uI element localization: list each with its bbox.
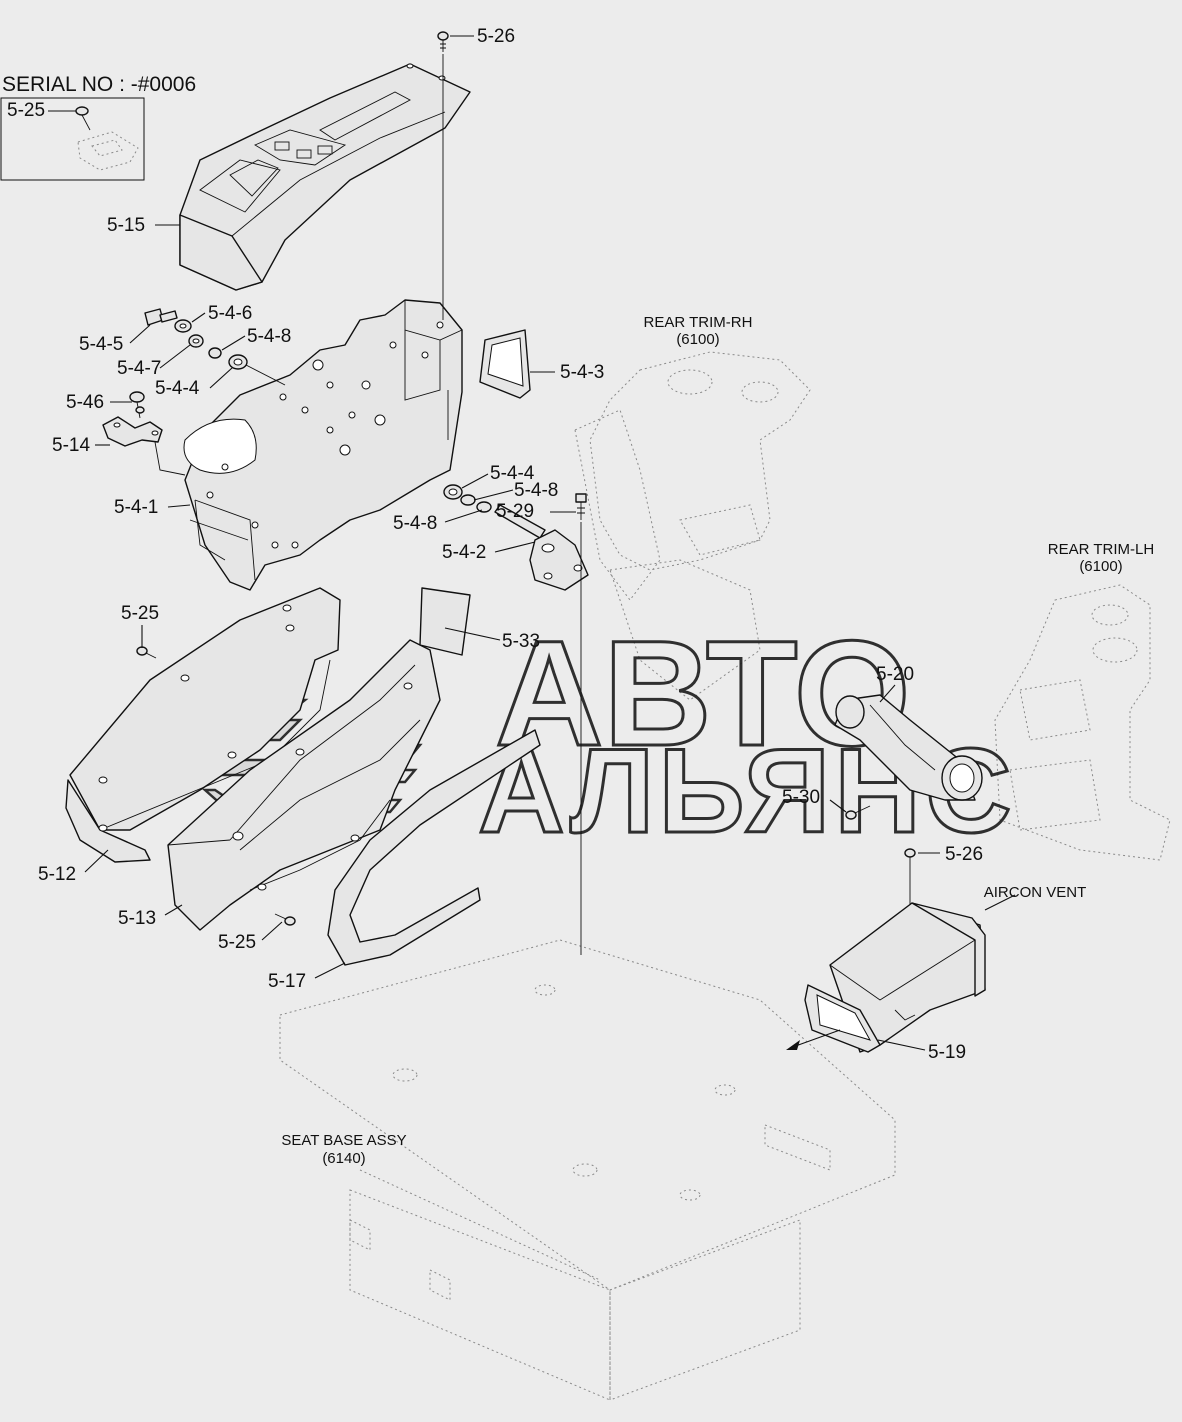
bolt-5-46	[129, 391, 145, 419]
screw-5-25-a	[136, 646, 157, 659]
callout-5-25-a: 5-25	[121, 603, 159, 624]
washer-5-4-8-b	[460, 494, 476, 506]
console-cover-5-15	[179, 63, 471, 291]
rear-trim-lh-outline	[994, 584, 1171, 861]
seat-base-outline	[279, 939, 896, 1401]
callout-5-26-top: 5-26	[477, 26, 515, 47]
duct-5-20	[834, 694, 983, 801]
callout-5-4-5: 5-4-5	[79, 334, 123, 355]
callout-5-46: 5-46	[66, 392, 104, 413]
washer-5-4-6	[174, 319, 192, 333]
bolt-5-29	[575, 493, 587, 520]
serial-number-title: SERIAL NO : -#0006	[2, 73, 196, 96]
bolt-icon	[75, 106, 91, 131]
callout-5-4-6: 5-4-6	[208, 303, 252, 324]
aircon-vent-5-19	[804, 902, 986, 1053]
callout-5-13: 5-13	[118, 908, 156, 929]
callout-5-20: 5-20	[876, 664, 914, 685]
callout-5-25-b: 5-25	[218, 932, 256, 953]
callout-5-4-8-c: 5-4-8	[393, 513, 437, 534]
screw-5-25-b	[274, 913, 296, 926]
callout-5-4-1: 5-4-1	[114, 497, 158, 518]
callout-5-4-7: 5-4-7	[117, 358, 161, 379]
callout-5-30: 5-30	[782, 787, 820, 808]
pin-5-4-2	[494, 504, 589, 591]
rear-trim-rh-code: (6100)	[676, 331, 719, 348]
screw-5-26-b	[904, 848, 916, 870]
rear-trim-rh-label: REAR TRIM-RH	[644, 314, 753, 331]
trim-strip-5-17	[327, 729, 541, 966]
vent-flow-arrowhead	[786, 1040, 800, 1050]
callout-5-33: 5-33	[502, 631, 540, 652]
callout-5-17: 5-17	[268, 971, 306, 992]
bolt-5-4-5	[144, 308, 178, 326]
side-cover-5-12	[65, 587, 341, 863]
side-cover-5-13	[167, 639, 441, 931]
serial-inset: SERIAL NO : -#0006 5-25	[0, 73, 196, 181]
rear-trim-rh-outline	[574, 351, 811, 701]
bushing-5-4-4-a	[228, 354, 248, 370]
callout-5-4-3: 5-4-3	[560, 362, 604, 383]
callout-5-14: 5-14	[52, 435, 90, 456]
callout-5-4-4-a: 5-4-4	[155, 378, 200, 399]
washer-5-4-8-a	[208, 347, 222, 359]
screw-5-30	[845, 805, 871, 820]
aircon-vent-label: AIRCON VENT	[984, 884, 1087, 901]
callout-5-25-inset: 5-25	[7, 100, 45, 121]
bushing-5-4-4-b	[443, 484, 463, 500]
watermark-line1: АВТО	[495, 609, 911, 777]
callout-5-4-2: 5-4-2	[442, 542, 486, 563]
callout-5-29: 5-29	[496, 501, 534, 522]
seat-base-label: SEAT BASE ASSY	[281, 1132, 406, 1149]
leader-lines	[84, 35, 1016, 1051]
seat-base-code: (6140)	[322, 1150, 365, 1167]
bracket-5-4-1	[183, 299, 463, 591]
rear-trim-lh-code: (6100)	[1079, 558, 1122, 575]
callout-5-4-4-b: 5-4-4	[490, 463, 535, 484]
bracket-5-14	[102, 416, 186, 476]
washer-5-4-8-c	[476, 501, 492, 513]
callout-5-19: 5-19	[928, 1042, 966, 1063]
callout-5-26-b: 5-26	[945, 844, 983, 865]
washer-5-4-7	[188, 334, 204, 348]
seal-5-4-3	[479, 329, 531, 399]
screw-5-26-top	[437, 31, 449, 52]
pad-5-33	[419, 587, 471, 656]
callout-5-15: 5-15	[107, 215, 145, 236]
callout-5-12: 5-12	[38, 864, 76, 885]
callout-5-4-8-a: 5-4-8	[247, 326, 291, 347]
callout-5-4-8-b: 5-4-8	[514, 480, 558, 501]
rear-trim-lh-label: REAR TRIM-LH	[1048, 541, 1154, 558]
